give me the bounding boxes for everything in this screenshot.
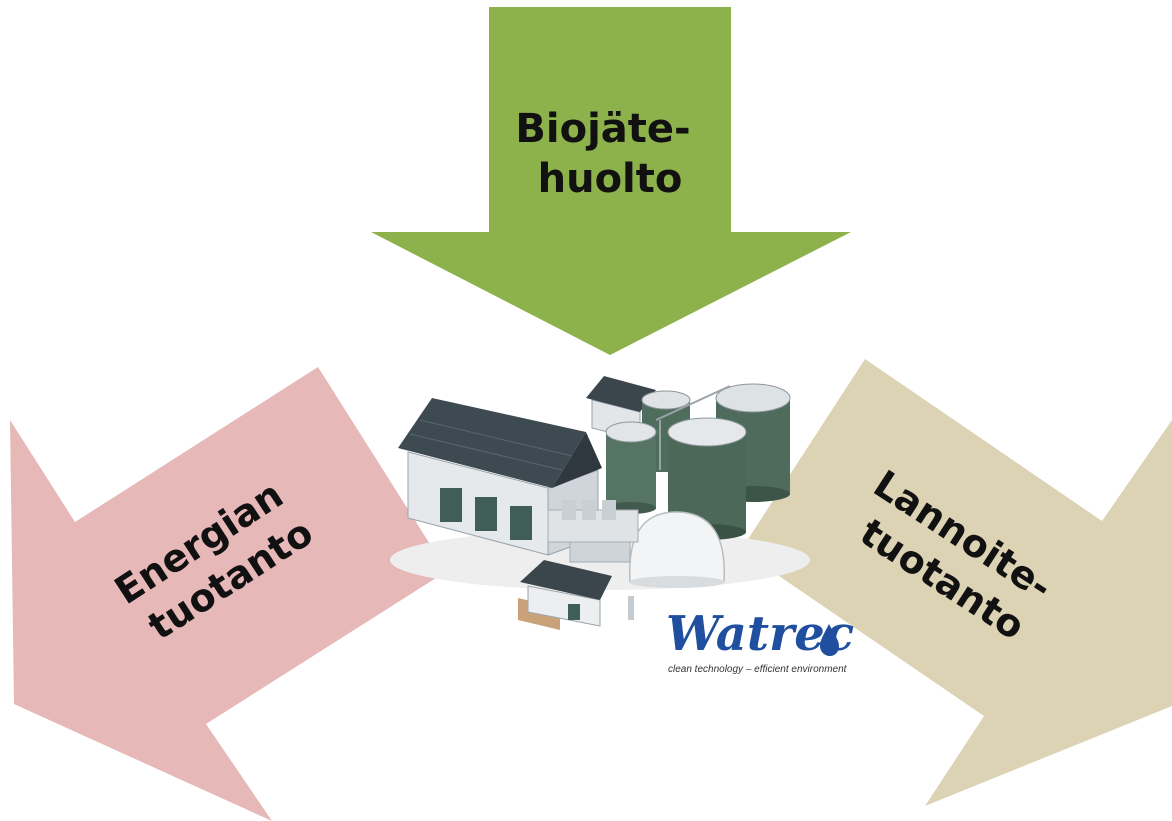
- arrow-bio-waste-label: Biojäte- huolto: [515, 106, 704, 202]
- arrow-bio-waste-shape: [371, 7, 851, 355]
- gas-storage-dome: [628, 511, 726, 588]
- arrow-energy-shape: [10, 367, 447, 821]
- arrow-bio-waste: Biojäte- huolto: [371, 7, 851, 355]
- small-lower-building: [518, 560, 612, 630]
- arrow-fertilizer-shape: [741, 359, 1172, 806]
- arrow-fertilizer: Lannoite- tuotanto: [741, 359, 1172, 806]
- arrow-bio-waste-line-2: huolto: [538, 156, 683, 202]
- digester-tanks: [605, 383, 791, 540]
- flare-post: [628, 596, 634, 620]
- watrec-logo: Watrec clean technology – efficient envi…: [666, 606, 854, 675]
- water-drop-icon: [820, 624, 839, 656]
- biogas-plant-illustration: [390, 376, 810, 630]
- process-units: [547, 500, 639, 563]
- brand-tagline: clean technology – efficient environment: [668, 664, 848, 675]
- arrow-energy: Energian tuotanto: [10, 367, 447, 821]
- arrow-bio-waste-line-1: Biojäte-: [515, 106, 690, 152]
